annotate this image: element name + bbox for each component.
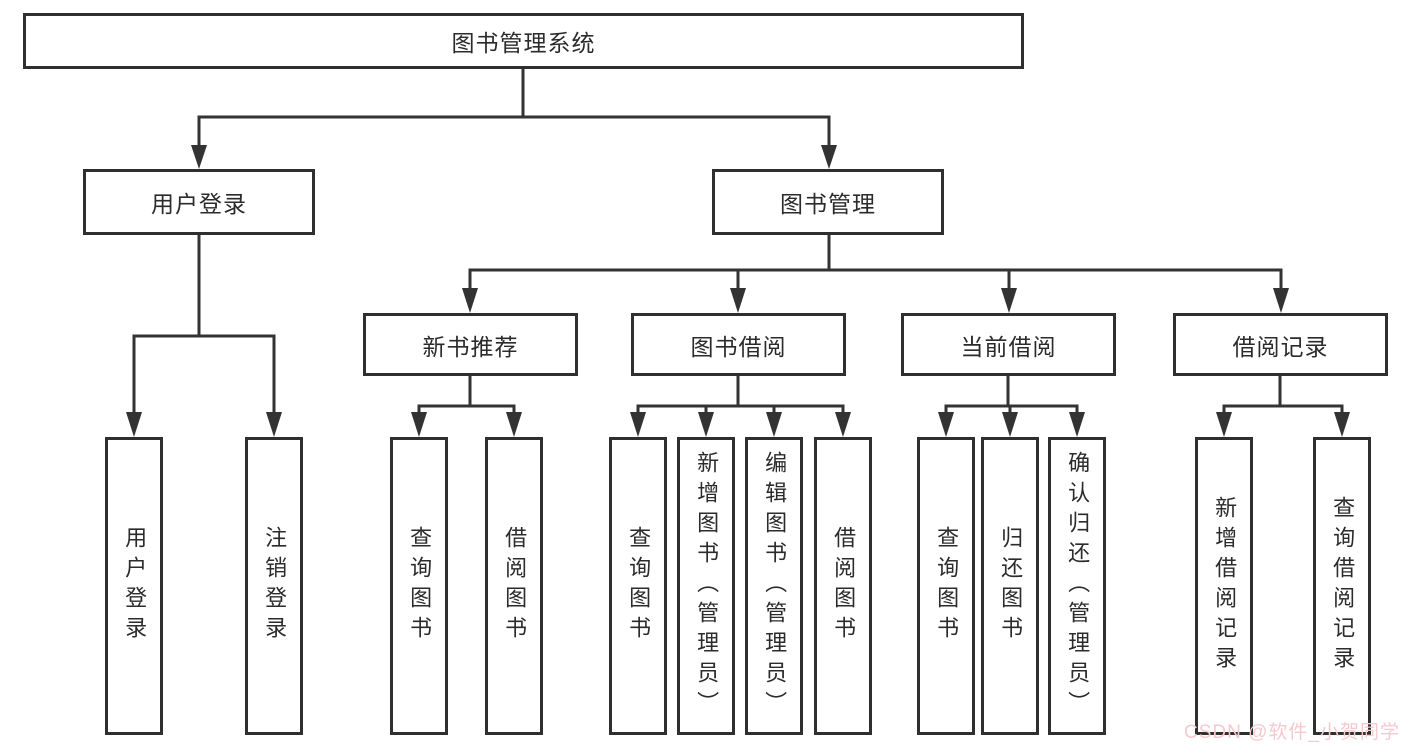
arrowhead-icon bbox=[1001, 288, 1017, 313]
node-root-library-system: 图书管理系统 bbox=[23, 13, 1024, 69]
node-label: 查询图书 bbox=[407, 526, 433, 646]
connector-userlogin-to-leaves bbox=[126, 235, 282, 437]
node-leaf-logout: 注销登录 bbox=[245, 437, 303, 735]
arrowhead-icon bbox=[411, 412, 427, 437]
node-leaf-return-book: 归还图书 bbox=[981, 437, 1039, 735]
connector-root-to-level2 bbox=[191, 69, 837, 169]
arrowhead-icon bbox=[1069, 412, 1085, 437]
arrowhead-icon bbox=[821, 145, 837, 169]
arrowhead-icon bbox=[938, 412, 954, 437]
connector-bookmgmt-to-level3 bbox=[462, 235, 1289, 313]
arrowhead-icon bbox=[835, 412, 851, 437]
node-leaf-user-login: 用户登录 bbox=[105, 437, 163, 735]
node-leaf-query-borrow-record: 查询借阅记录 bbox=[1313, 437, 1371, 735]
arrowhead-icon bbox=[1002, 412, 1018, 437]
node-leaf-add-borrow-record: 新增借阅记录 bbox=[1195, 437, 1253, 735]
node-book-borrowing: 图书借阅 bbox=[631, 313, 846, 376]
node-leaf-add-book-admin: 新增图书（管理员） bbox=[677, 437, 735, 735]
node-label: 用户登录 bbox=[122, 526, 148, 646]
node-borrow-records: 借阅记录 bbox=[1173, 313, 1388, 376]
node-current-borrow: 当前借阅 bbox=[901, 313, 1116, 376]
arrowhead-icon bbox=[506, 412, 522, 437]
arrowhead-icon bbox=[1334, 412, 1350, 437]
node-label: 查询图书 bbox=[934, 526, 960, 646]
connector-current-to-leaves bbox=[938, 376, 1085, 437]
csdn-watermark: CSDN @软件_小贺同学 bbox=[1184, 722, 1400, 743]
node-leaf-query-books-current: 查询图书 bbox=[917, 437, 975, 735]
node-leaf-borrow-books-newbook: 借阅图书 bbox=[485, 437, 543, 735]
node-label: 图书管理系统 bbox=[451, 30, 596, 56]
node-label: 查询图书 bbox=[626, 526, 652, 646]
node-leaf-confirm-return-admin: 确认归还（管理员） bbox=[1048, 437, 1106, 735]
arrowhead-icon bbox=[191, 145, 207, 169]
node-label: 图书管理 bbox=[780, 191, 876, 217]
arrowhead-icon bbox=[698, 412, 714, 437]
node-label: 新增借阅记录 bbox=[1212, 496, 1238, 676]
node-leaf-query-books-borrow: 查询图书 bbox=[609, 437, 667, 735]
node-label: 借阅图书 bbox=[502, 526, 528, 646]
arrowhead-icon bbox=[1273, 288, 1289, 313]
connector-records-to-leaves bbox=[1216, 376, 1350, 437]
arrowhead-icon bbox=[766, 412, 782, 437]
node-label: 编辑图书（管理员） bbox=[762, 451, 788, 721]
node-label: 查询借阅记录 bbox=[1330, 496, 1356, 676]
arrowhead-icon bbox=[730, 288, 746, 313]
node-label: 用户登录 bbox=[151, 191, 247, 217]
arrowhead-icon bbox=[462, 288, 478, 313]
node-label: 图书借阅 bbox=[690, 333, 787, 360]
node-label: 当前借阅 bbox=[960, 333, 1057, 360]
node-new-book-recommend: 新书推荐 bbox=[363, 313, 578, 376]
node-leaf-edit-book-admin: 编辑图书（管理员） bbox=[745, 437, 803, 735]
node-label: 新书推荐 bbox=[422, 333, 519, 360]
arrowhead-icon bbox=[266, 412, 282, 437]
connector-newbook-to-leaves bbox=[411, 376, 522, 437]
node-label: 借阅图书 bbox=[831, 526, 857, 646]
node-user-login: 用户登录 bbox=[83, 169, 315, 235]
node-label: 归还图书 bbox=[998, 526, 1024, 646]
arrowhead-icon bbox=[1216, 412, 1232, 437]
node-leaf-borrow-books-borrow: 借阅图书 bbox=[814, 437, 872, 735]
node-label: 借阅记录 bbox=[1232, 333, 1329, 360]
node-label: 确认归还（管理员） bbox=[1065, 451, 1091, 721]
node-book-management: 图书管理 bbox=[712, 169, 944, 235]
node-leaf-query-books-newbook: 查询图书 bbox=[390, 437, 448, 735]
node-label: 新增图书（管理员） bbox=[694, 451, 720, 721]
arrowhead-icon bbox=[126, 412, 142, 437]
node-label: 注销登录 bbox=[262, 526, 288, 646]
arrowhead-icon bbox=[630, 412, 646, 437]
connector-borrowing-to-leaves bbox=[630, 376, 851, 437]
